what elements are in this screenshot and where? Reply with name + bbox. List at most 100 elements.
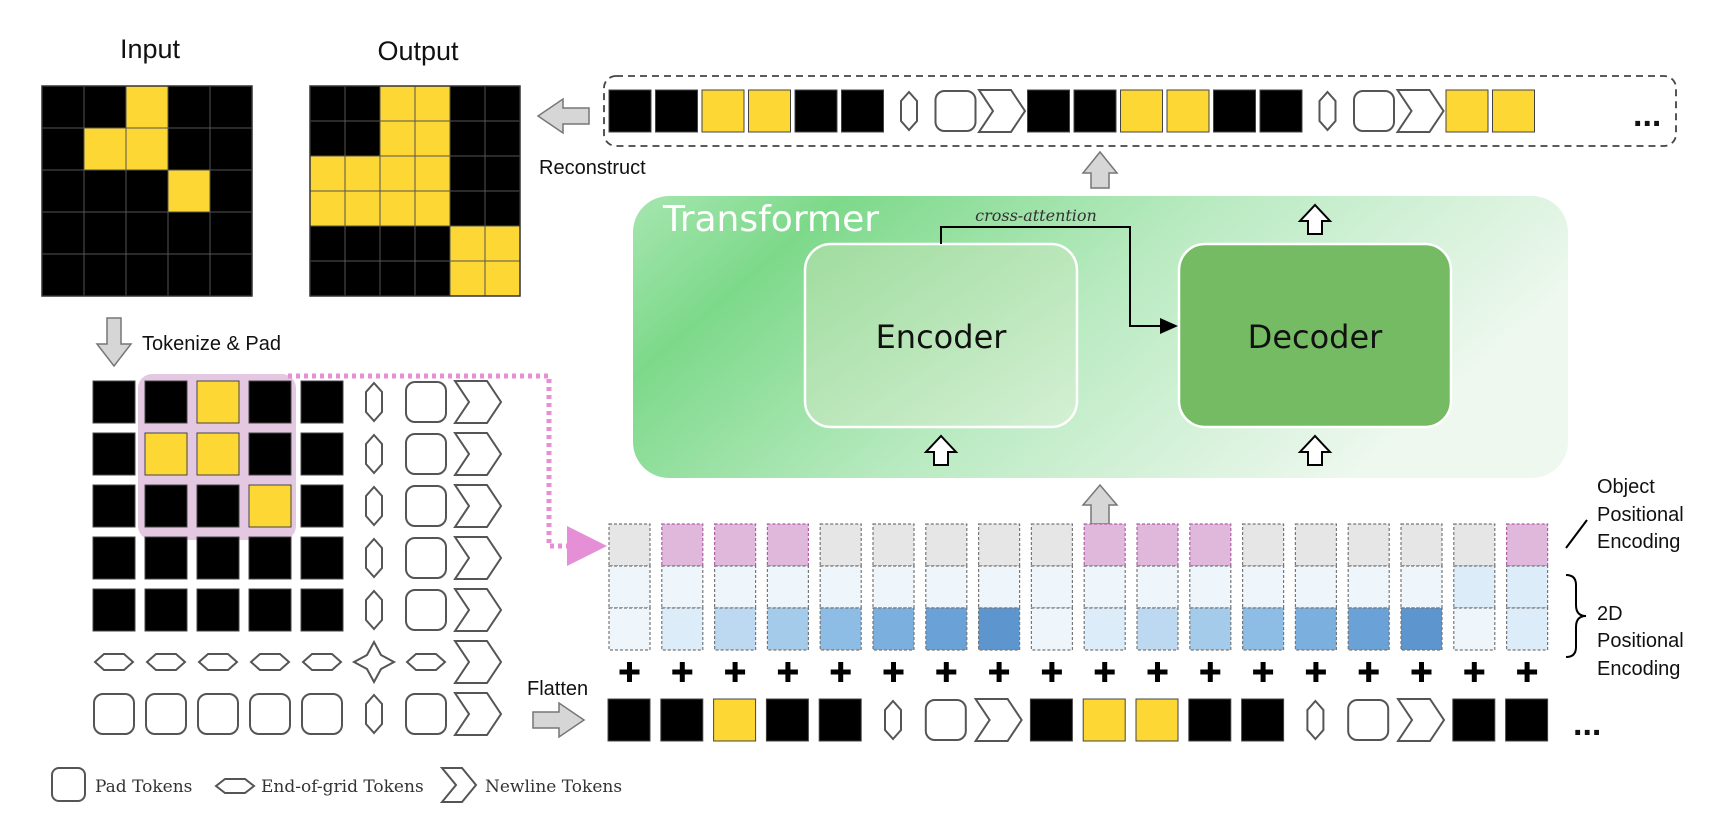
output-grid-cell [484, 155, 521, 192]
black-cell-token [1027, 89, 1070, 133]
yellow-cell-token [701, 89, 745, 133]
object-pe-label-line1: Object [1597, 476, 1655, 498]
output-grid-cell [309, 260, 346, 297]
newline-token [973, 698, 1023, 742]
black-cell-token [1188, 698, 1232, 742]
row-pe-cell [1400, 565, 1443, 609]
object-pe-cell [713, 523, 757, 567]
output-title: Output [377, 36, 459, 66]
output-grid-cell [344, 260, 381, 297]
pe-2d-label-line3: Encoding [1597, 658, 1680, 680]
black-cell-token [92, 484, 136, 528]
plus-sign [1200, 662, 1221, 682]
cross-attention-arrow [940, 226, 1178, 334]
output-grid-cell [484, 225, 521, 262]
plus-signs-row [619, 662, 1538, 682]
end-of-grid-token [365, 485, 383, 527]
input-grid [41, 85, 253, 297]
black-cell-token [1452, 698, 1496, 742]
output-grid-cell [309, 120, 346, 157]
legend-pad-label: Pad Tokens [95, 777, 192, 797]
pe-2d-annotation: 2D Positional Encoding [1565, 574, 1684, 680]
legend-eog-swatch [214, 778, 256, 794]
end-of-grid-token [365, 433, 383, 475]
pad-token [924, 699, 967, 741]
input-grid-cell [167, 169, 211, 213]
black-cell-token [92, 380, 136, 424]
black-cell-token [248, 432, 292, 476]
end-of-grid-token [900, 90, 918, 132]
end-of-grid-token [1318, 90, 1337, 132]
object-pe-cell [819, 523, 862, 567]
col-pe-cell [766, 607, 810, 651]
yellow-cell-token [1492, 89, 1535, 133]
input-grid-cell [83, 211, 127, 255]
output-grid-cell [379, 155, 416, 192]
object-pe-label-line2: Positional [1597, 504, 1684, 526]
plus-sign [989, 662, 1010, 682]
output-grid-cell [484, 260, 521, 297]
newline-token [453, 536, 503, 580]
black-cell-token [1073, 89, 1117, 133]
input-grid-cell [167, 127, 211, 171]
end-of-grid-token [365, 537, 383, 579]
object-pe-cell [1241, 523, 1285, 567]
pad-token [405, 433, 447, 475]
pe-2d-label-line2: Positional [1597, 630, 1684, 652]
output-grid-cell [379, 260, 416, 297]
black-cell-token [92, 588, 136, 632]
newline-token [453, 432, 503, 476]
col-pe-cell [872, 607, 915, 651]
newline-token [453, 484, 503, 528]
plus-sign [1464, 662, 1485, 682]
row-pe-cell [713, 565, 757, 609]
output-grid-cell [484, 120, 521, 157]
input-grid-cell [209, 211, 253, 255]
col-pe-cell [925, 607, 968, 651]
output-grid-cell [309, 85, 346, 122]
black-cell-token [144, 484, 188, 528]
input-grid-cell [209, 85, 253, 129]
plus-sign [1305, 662, 1326, 682]
encoder-input-arrow [923, 434, 959, 466]
black-cell-token [1259, 89, 1303, 133]
end-of-grid-token [884, 699, 902, 741]
input-grid-cell [209, 127, 253, 171]
plus-sign [1411, 662, 1432, 682]
decoder-output-arrow [1081, 150, 1119, 189]
end-of-grid-token [249, 653, 291, 671]
output-sequence-box [603, 75, 1677, 147]
tokenize-arrow [95, 317, 133, 368]
plus-sign [725, 662, 746, 682]
padded-token-grid [92, 380, 503, 736]
end-of-grid-token [365, 589, 383, 631]
newline-token [453, 380, 503, 424]
black-cell-token [660, 698, 704, 742]
object-pe-cell [1347, 523, 1390, 567]
col-pe-cell [977, 607, 1021, 651]
yellow-cell-token [1445, 89, 1489, 133]
encoder-label: Encoder [876, 318, 1008, 356]
input-grid-cell [167, 253, 211, 297]
pad-token [405, 485, 447, 527]
output-grid-cell [309, 190, 346, 227]
input-grid-cell [125, 211, 169, 255]
yellow-cell-token [1166, 89, 1210, 133]
plus-sign [1094, 662, 1115, 682]
output-grid-cell [449, 225, 486, 262]
black-cell-token [248, 588, 292, 632]
object-pe-cell [1189, 523, 1232, 567]
col-pe-cell [819, 607, 862, 651]
yellow-cell-token [1082, 698, 1126, 742]
black-cell-token [1213, 89, 1256, 133]
flattened-sequence-ellipsis: ... [1573, 705, 1601, 743]
black-cell-token [300, 588, 344, 632]
input-grid-cell [125, 253, 169, 297]
decoder-label: Decoder [1248, 318, 1384, 356]
pad-token [301, 693, 343, 735]
col-pe-cell [608, 607, 651, 651]
newline-token [453, 640, 503, 684]
output-grid-cell [414, 225, 451, 262]
plus-sign [1517, 662, 1538, 682]
